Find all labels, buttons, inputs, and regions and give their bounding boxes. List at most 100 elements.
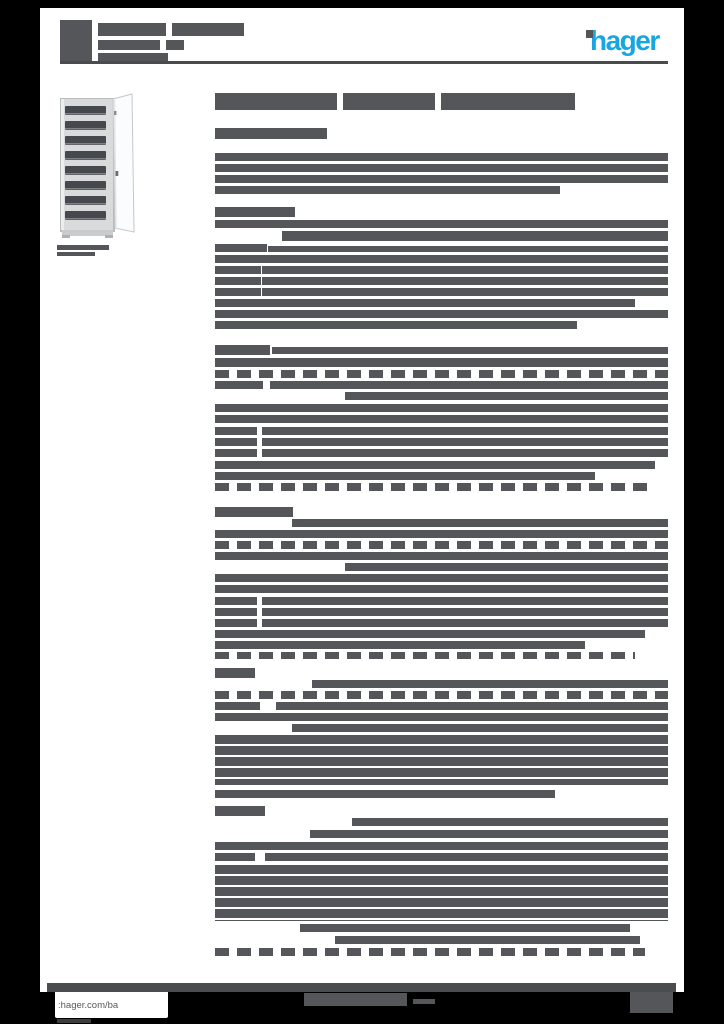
redacted-text-bar <box>215 507 293 517</box>
redacted-text-bar <box>262 266 668 274</box>
redacted-text-bar <box>215 345 270 355</box>
redacted-text-bar <box>215 713 668 721</box>
redacted-text-bar <box>215 853 255 861</box>
redacted-text-bar <box>98 40 160 50</box>
redacted-text-bar <box>47 983 676 992</box>
redacted-text-bar <box>262 619 668 627</box>
redacted-text-bar <box>215 220 668 228</box>
redacted-text-bar <box>215 691 668 699</box>
redacted-text-bar <box>215 652 635 659</box>
redacted-text-bar <box>282 231 668 241</box>
redacted-text-bar <box>215 668 255 678</box>
redacted-text-bar <box>215 449 257 457</box>
redacted-text-bar <box>172 23 244 36</box>
redacted-text-bar <box>215 630 645 638</box>
redacted-text-bar <box>215 461 655 469</box>
redacted-text-bar <box>215 321 577 329</box>
redacted-text-bar <box>57 1019 91 1023</box>
redacted-text-bar <box>215 164 668 172</box>
redacted-text-bar <box>57 252 95 256</box>
redacted-text-bar <box>262 438 668 446</box>
redacted-text-bar <box>215 175 668 183</box>
redacted-text-bar <box>215 865 668 921</box>
redacted-text-bar <box>270 552 668 560</box>
redacted-text-bar <box>215 288 261 296</box>
redacted-text-bar <box>262 427 668 435</box>
redacted-text-bar <box>262 597 668 605</box>
redacted-text-bar <box>215 207 295 217</box>
redacted-text-bar <box>310 830 668 838</box>
redacted-text-bar <box>215 483 655 491</box>
redacted-text-bar <box>215 381 263 389</box>
redacted-text-bar <box>215 597 257 605</box>
redacted-text-bar <box>215 619 257 627</box>
redacted-text-bar <box>215 472 595 480</box>
redacted-text-bar <box>268 404 668 412</box>
redacted-text-bar <box>272 347 668 354</box>
door-handle-icon <box>115 171 119 176</box>
redacted-text-bar <box>586 30 593 38</box>
redacted-text-bar <box>215 255 668 263</box>
door-latch-icon <box>114 111 117 115</box>
redacted-text-bar <box>352 818 668 826</box>
redacted-text-bar <box>215 541 668 549</box>
redacted-text-bar <box>215 415 668 423</box>
redacted-text-bar <box>215 370 668 378</box>
redacted-text-bar <box>166 40 184 50</box>
redacted-text-bar <box>98 23 166 36</box>
paper-sheet <box>40 8 684 992</box>
redacted-text-bar <box>413 999 435 1004</box>
redacted-text-bar <box>215 735 668 785</box>
redacted-text-bar <box>60 61 668 64</box>
hager-logo: hager <box>590 25 660 56</box>
redacted-text-bar <box>265 853 668 861</box>
redacted-text-bar <box>292 724 668 732</box>
redacted-text-bar <box>630 992 673 1013</box>
redacted-text-bar <box>292 519 668 527</box>
redacted-text-bar <box>262 277 668 285</box>
footer-url: :hager.com/ba <box>58 999 119 1011</box>
redacted-text-bar <box>262 449 668 457</box>
redacted-text-bar <box>215 299 635 307</box>
redacted-text-bar <box>215 552 270 560</box>
cabinet-illustration <box>60 93 135 238</box>
redacted-text-bar <box>215 153 668 161</box>
redacted-text-bar <box>215 404 275 412</box>
redacted-text-bar <box>215 948 645 956</box>
redacted-text-bar <box>215 585 668 593</box>
redacted-text-bar <box>345 392 668 400</box>
redacted-text-bar <box>215 277 261 285</box>
footer-url-tab: :hager.com/ba <box>55 992 168 1018</box>
redacted-text-bar <box>300 924 630 932</box>
redacted-text-bar <box>215 93 337 110</box>
redacted-text-bar <box>215 608 257 616</box>
redacted-text-bar <box>262 288 668 296</box>
redacted-text-bar <box>215 574 275 582</box>
redacted-text-bar <box>215 438 257 446</box>
redacted-text-bar <box>268 574 668 582</box>
redacted-text-bar <box>215 244 267 252</box>
redacted-text-bar <box>98 53 168 61</box>
redacted-text-bar <box>276 702 668 710</box>
redacted-text-bar <box>215 427 257 435</box>
redacted-text-bar <box>215 806 265 816</box>
redacted-text-bar <box>304 993 407 1006</box>
redacted-text-bar <box>215 702 260 710</box>
redacted-text-bar <box>345 563 668 571</box>
redacted-text-bar <box>343 93 435 110</box>
redacted-text-bar <box>215 128 327 139</box>
redacted-text-bar <box>268 246 668 252</box>
redacted-text-bar <box>215 530 668 538</box>
product-image <box>57 93 135 243</box>
redacted-text-bar <box>335 936 640 944</box>
redacted-text-bar <box>270 381 668 389</box>
redacted-text-bar <box>215 641 585 649</box>
redacted-text-bar <box>215 842 668 850</box>
redacted-text-bar <box>312 680 668 688</box>
redacted-text-bar <box>57 245 109 250</box>
redacted-text-bar <box>215 358 668 367</box>
redacted-text-bar <box>215 790 555 798</box>
redacted-text-bar <box>262 608 668 616</box>
redacted-text-bar <box>60 20 92 62</box>
